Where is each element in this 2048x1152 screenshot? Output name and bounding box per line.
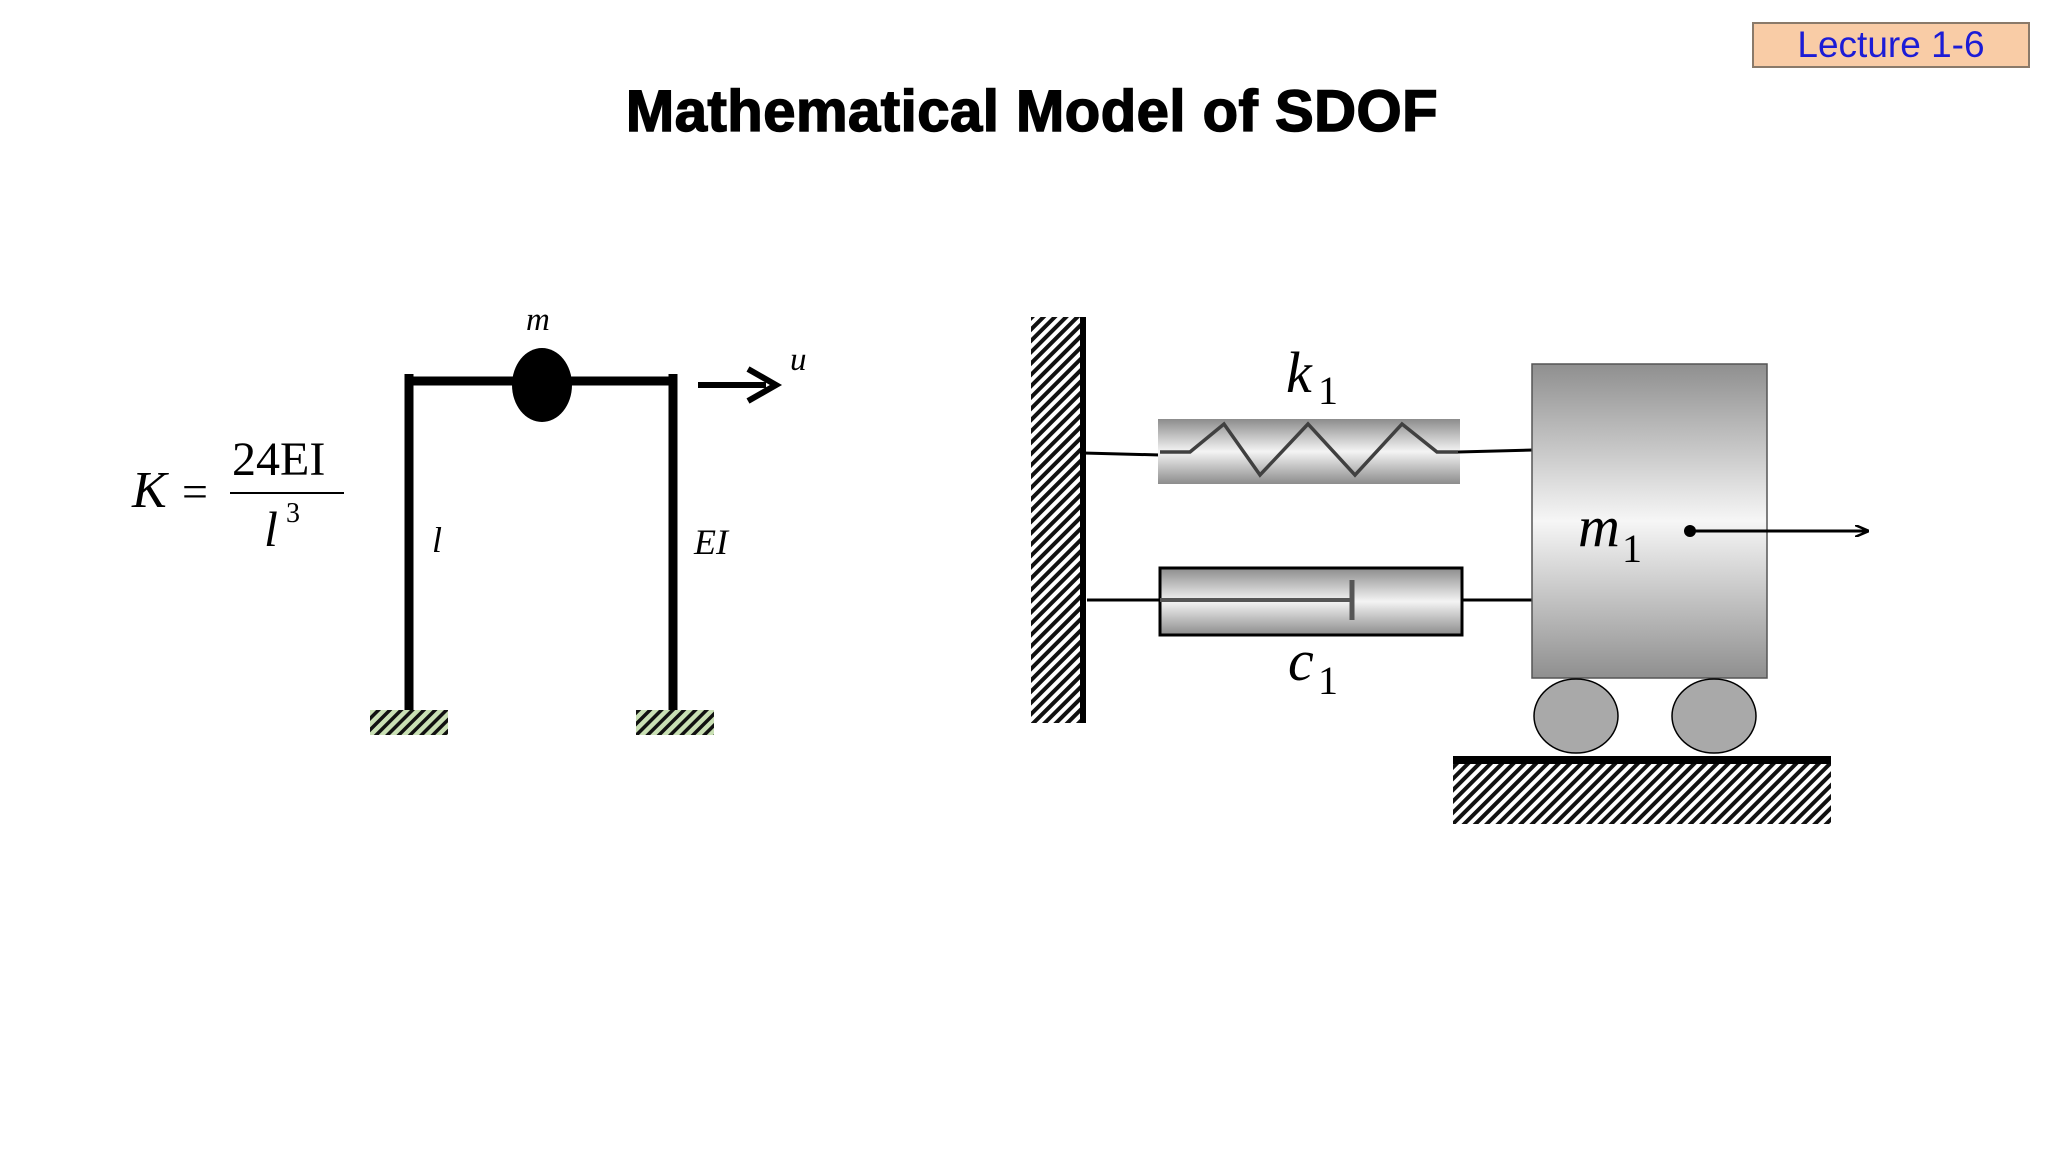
spring-left-rod: [1082, 451, 1161, 457]
formula-denominator-base: l: [264, 501, 278, 557]
displacement-arrow: [698, 366, 783, 404]
column-length-label: l: [432, 520, 442, 560]
damper-label: c 1: [1288, 628, 1338, 703]
mass-block-label-sub: 1: [1622, 526, 1642, 571]
spring-right-rod: [1457, 448, 1534, 454]
right-wheel: [1671, 678, 1757, 754]
right-fixed-support: [636, 710, 714, 735]
spring-mass-damper-model: k 1 c 1 m 1: [1031, 317, 1868, 824]
lecture-badge: Lecture 1-6: [1752, 22, 2030, 68]
fixed-wall: [1031, 317, 1083, 723]
spring-label: k 1: [1286, 340, 1338, 413]
flexural-rigidity-label: EI: [693, 522, 730, 562]
displacement-label: u: [790, 342, 807, 378]
spring-coil: [1160, 421, 1458, 478]
lumped-mass: [512, 348, 572, 422]
ground-hatch: [1453, 762, 1831, 824]
formula-numerator: 24EI: [232, 433, 325, 486]
spring-label-sub: 1: [1318, 368, 1338, 413]
portal-frame: m u l EI: [370, 302, 807, 735]
formula-denominator-exponent: 3: [286, 498, 300, 529]
spring-housing: [1158, 419, 1460, 484]
mass-label: m: [526, 302, 550, 338]
mass-block-label-base: m: [1578, 494, 1620, 559]
formula-lhs: K: [131, 462, 169, 519]
mass-block-label: m 1: [1578, 494, 1642, 571]
mass-block: [1531, 363, 1768, 679]
slide-title: Mathematical Model of SDOF: [625, 78, 1439, 145]
spring-label-base: k: [1286, 340, 1313, 405]
damper-label-base: c: [1288, 628, 1314, 693]
left-fixed-support: [370, 710, 448, 735]
left-wheel: [1533, 678, 1619, 754]
formula-equals: =: [182, 466, 208, 517]
damper-label-sub: 1: [1318, 658, 1338, 703]
stiffness-formula: K = 24EI l 3: [131, 433, 344, 557]
